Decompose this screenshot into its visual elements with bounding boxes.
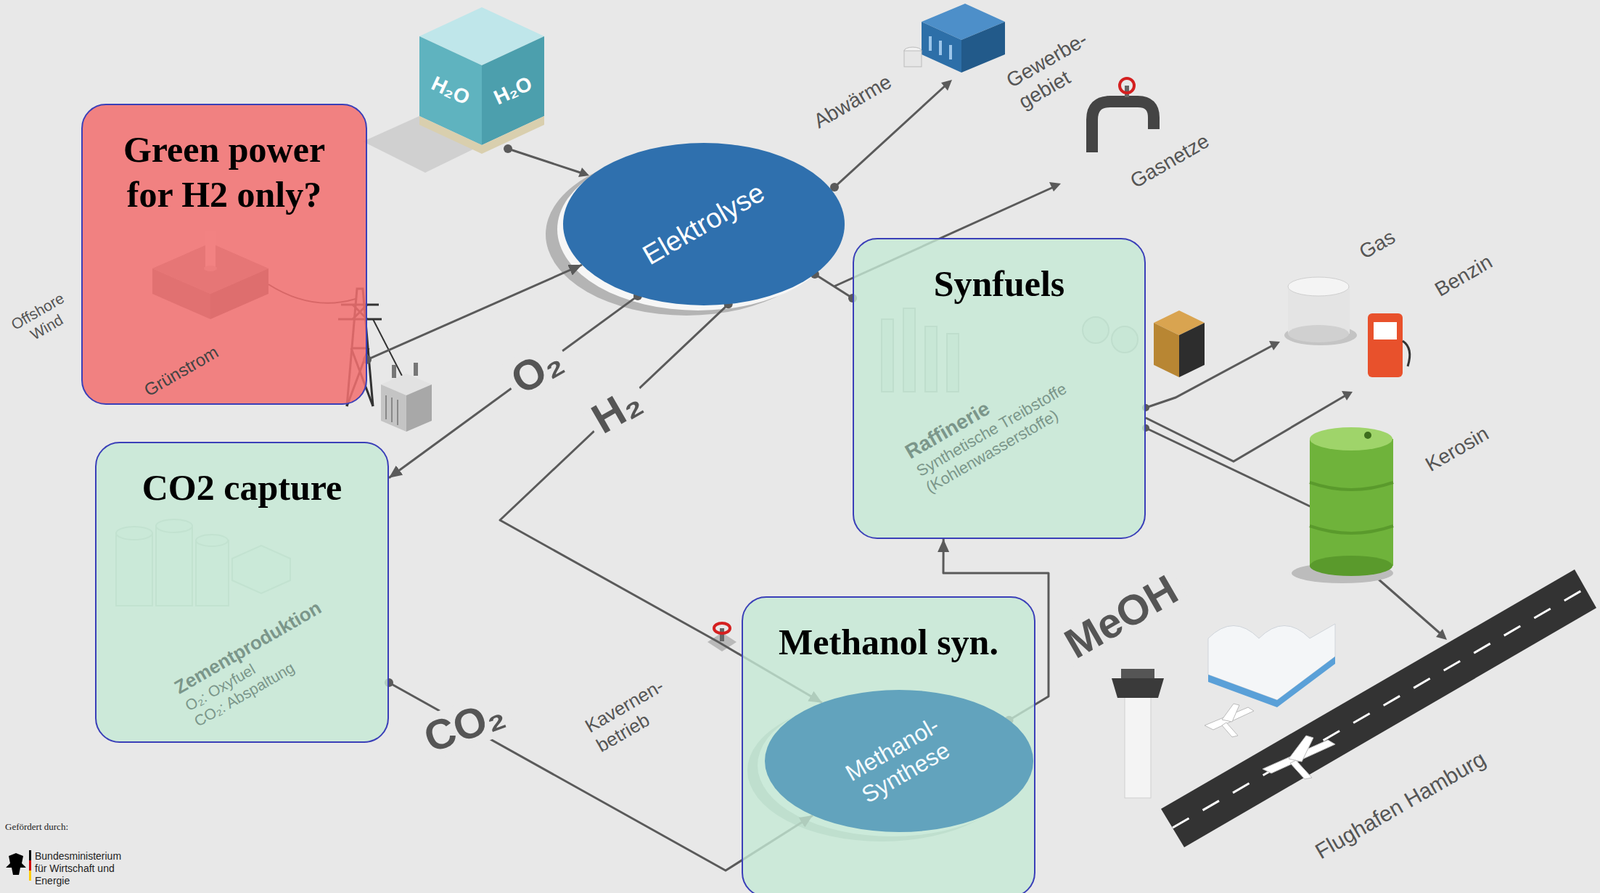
industrial-estate: [921, 21, 962, 73]
arrow-head: [1269, 341, 1280, 351]
connector-dot: [503, 144, 513, 154]
product-label: Kerosin: [1420, 421, 1493, 478]
arrow-head: [941, 79, 953, 91]
airplane: [1221, 722, 1238, 738]
kerosene-barrel: [1291, 427, 1394, 584]
gas-pipe: [1092, 78, 1154, 153]
runway: [1172, 588, 1586, 828]
industrial-estate: [904, 3, 1005, 73]
control-tower: [1111, 669, 1164, 799]
flow-line: [1371, 573, 1443, 636]
fuel-pump: [1402, 341, 1410, 367]
callout-heading: Green power for H2 only?: [100, 126, 348, 217]
flow-label: H₂: [579, 375, 654, 445]
product-label: Benzin: [1430, 249, 1497, 302]
transformer: [413, 362, 418, 376]
flow-line: [507, 148, 585, 175]
water-cube: [419, 116, 545, 154]
arrow-head: [578, 167, 590, 178]
cavern-valve: [714, 623, 730, 634]
source-label: Offshore Wind: [4, 287, 80, 352]
gas-tank: [1284, 277, 1357, 346]
refinery-building: [1179, 322, 1205, 378]
product-label: Gas: [1354, 224, 1400, 265]
industrial-estate: [904, 50, 922, 67]
arrow-head: [1049, 182, 1061, 192]
ministry-logo: [5, 853, 27, 876]
place-label: Flughafen Hamburg: [1310, 745, 1491, 865]
ellipse-shape: [563, 142, 845, 306]
flow-label: O₂: [498, 334, 576, 405]
industrial-estate: [930, 36, 951, 60]
control-tower: [1111, 678, 1164, 699]
label-group: RaffinerieSynthetische Treibstoffe (Kohl…: [900, 356, 1083, 498]
airplane: [1288, 735, 1314, 762]
flow-label: MeOH: [1052, 563, 1191, 670]
hangar: [1208, 656, 1336, 708]
callout-heading: Synfuels: [868, 261, 1130, 307]
transformer: [380, 384, 407, 432]
hangar: [1208, 624, 1336, 708]
process-ellipse: Methanol- Synthese: [764, 690, 1034, 833]
kerosene-barrel: [1364, 431, 1372, 440]
consumer-label: Gewerbe- gebiet: [1002, 23, 1110, 114]
highlight-box: Methanol syn. Methanol- Synthese: [741, 596, 1036, 893]
substance-label: H₂O: [427, 71, 474, 110]
label-group: ZementproduktionO₂: OxyfuelCO₂: Abspaltu…: [170, 584, 364, 731]
fuel-pump: [1367, 313, 1403, 378]
refinery-building: [1153, 310, 1205, 378]
airplane: [1204, 703, 1336, 780]
arrow-head: [1341, 391, 1353, 401]
gas-pipe: [1119, 78, 1135, 93]
flow-label: Abwärme: [809, 69, 896, 134]
ministry-logo: [29, 850, 32, 861]
highlight-box: SynfuelsRaffinerieSynthetische Treibstof…: [852, 238, 1146, 540]
kerosene-barrel: [1309, 439, 1394, 566]
fuel-pump: [1373, 322, 1397, 340]
flow-line: [1145, 428, 1321, 512]
highlight-box: CO2 captureZementproduktionO₂: OxyfuelCO…: [95, 441, 389, 744]
callout-heading: Methanol syn.: [758, 619, 1020, 665]
consumer-label: Gasnetze: [1126, 128, 1214, 194]
water-cube: [362, 7, 545, 173]
flow-line: [507, 83, 1443, 636]
ministry-logo: [5, 850, 32, 881]
gas-tank: [1287, 277, 1349, 297]
flow-connector: [388, 296, 638, 479]
process-ellipse: Elektrolyse: [563, 142, 845, 306]
question-callout: Green power for H2 only?: [81, 103, 368, 405]
funding-ministry: Bundesministerium für Wirtschaft und Ene…: [34, 850, 133, 887]
gas-tank: [1287, 325, 1349, 343]
ellipse-shape: [764, 690, 1034, 833]
kerosene-barrel: [1309, 427, 1393, 451]
control-tower: [1121, 669, 1155, 679]
ministry-logo: [29, 860, 32, 871]
transformer: [391, 364, 397, 379]
storage-label: Kavernen- betrieb: [581, 671, 685, 758]
control-tower: [1124, 695, 1151, 799]
arrow-head: [1436, 629, 1447, 640]
kerosene-barrel: [1309, 482, 1394, 534]
kerosene-barrel: [1309, 555, 1393, 577]
industrial-estate: [961, 21, 1005, 73]
callout-heading: CO2 capture: [111, 465, 373, 511]
airplane: [1221, 703, 1240, 722]
airplane: [1290, 760, 1312, 780]
power-wire: [372, 319, 404, 379]
flow-connector: [814, 274, 853, 299]
transformer: [380, 362, 432, 432]
flow-label: CO₂: [412, 688, 516, 763]
funding-note: Gefördert durch:: [5, 821, 69, 834]
substance-label: H₂O: [489, 71, 537, 110]
refinery-building: [1153, 322, 1180, 378]
transformer: [386, 395, 398, 426]
gas-pipe: [1092, 101, 1154, 153]
ministry-logo: [29, 870, 32, 881]
transformer: [406, 384, 432, 432]
fuel-pump: [1367, 313, 1410, 378]
